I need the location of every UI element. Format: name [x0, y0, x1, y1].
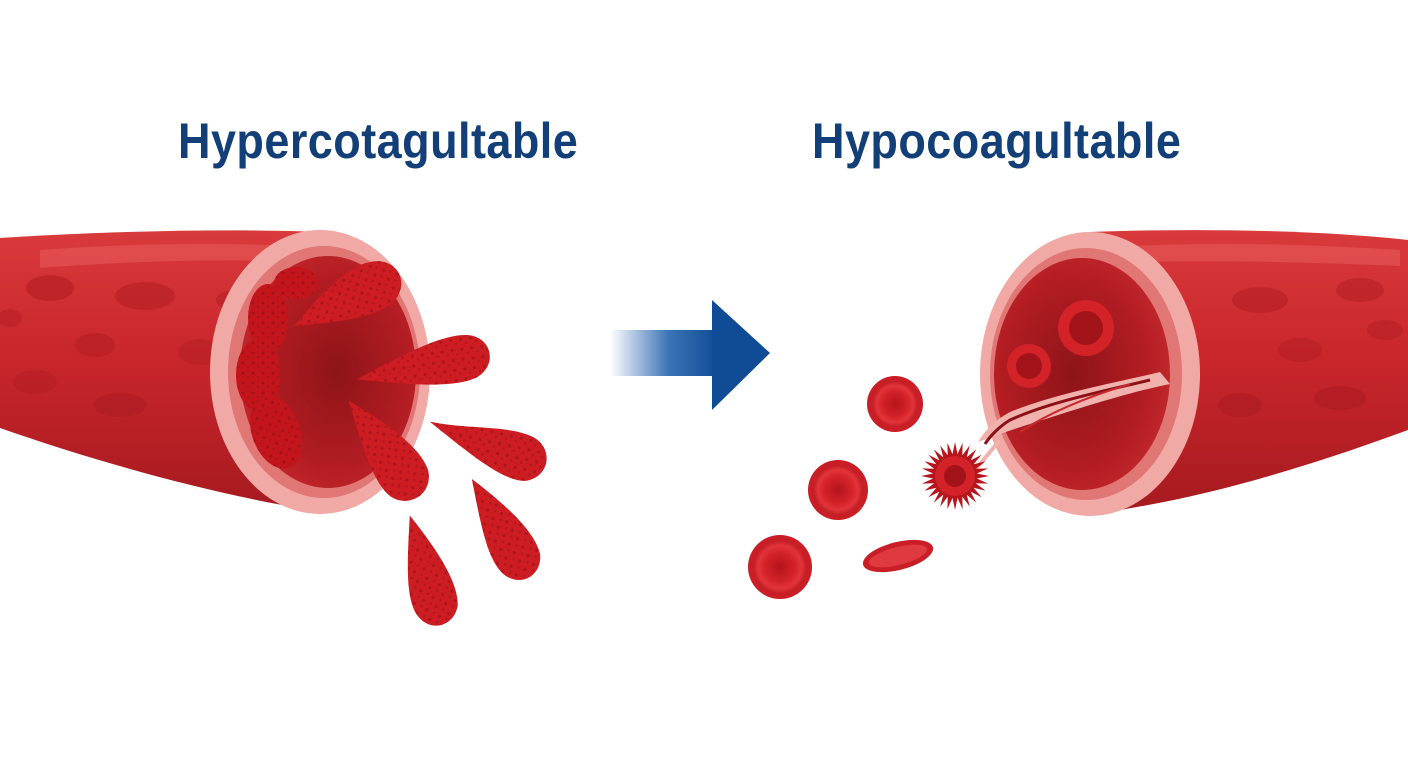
hypercoagulable-title: Hypercotagultable — [178, 113, 579, 169]
blood-clot-fragments — [294, 261, 547, 626]
free-red-blood-cells — [748, 376, 934, 599]
red-blood-cells-in-right-vessel — [1007, 300, 1114, 388]
right-blood-vessel — [980, 230, 1408, 516]
red-blood-cell — [808, 460, 868, 520]
right-arrow-icon — [610, 300, 770, 410]
clots-in-left-vessel — [236, 267, 318, 469]
red-blood-cell — [867, 376, 923, 432]
red-blood-cell — [862, 539, 934, 573]
red-blood-cell — [748, 535, 812, 599]
activated-platelet — [921, 442, 989, 510]
hypocoagulable-title: Hypocoagultable — [812, 113, 1182, 169]
